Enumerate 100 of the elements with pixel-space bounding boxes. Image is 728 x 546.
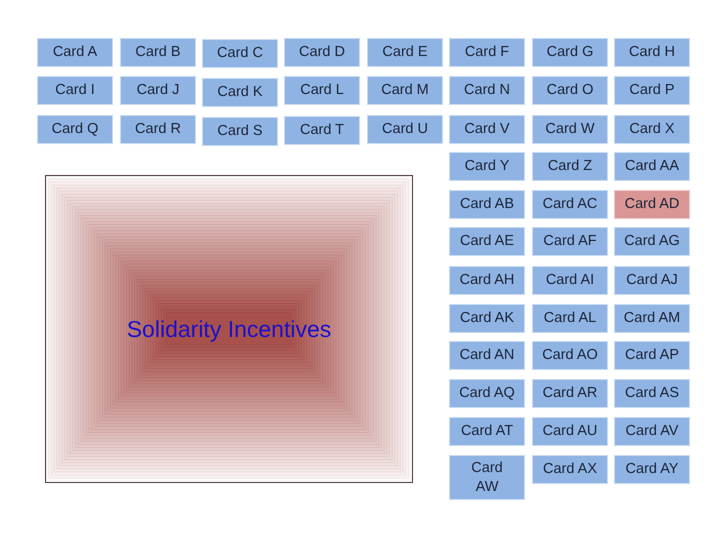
card-label: Card AQ bbox=[459, 384, 515, 403]
card-label: Card AF bbox=[543, 232, 597, 251]
card-label: Card L bbox=[300, 81, 344, 100]
card-label: Card H bbox=[629, 43, 675, 62]
card-label: Card E bbox=[382, 43, 428, 62]
card bbox=[532, 304, 608, 333]
card bbox=[449, 152, 525, 181]
card bbox=[614, 227, 690, 256]
card bbox=[449, 341, 525, 370]
card bbox=[37, 38, 113, 67]
card-label: Card AE bbox=[460, 232, 514, 251]
card-label: Card S bbox=[217, 122, 263, 141]
card-label: Card AG bbox=[624, 232, 680, 251]
card bbox=[532, 417, 608, 446]
card bbox=[532, 266, 608, 295]
card bbox=[532, 227, 608, 256]
card-label: Card AO bbox=[542, 346, 598, 365]
card bbox=[449, 115, 525, 144]
card bbox=[449, 455, 525, 500]
card-label: Card AA bbox=[625, 157, 679, 176]
card-label: Card N bbox=[464, 81, 510, 100]
card bbox=[449, 227, 525, 256]
card-label: Card AN bbox=[460, 346, 514, 365]
card-label: Card M bbox=[381, 81, 429, 100]
card-label: Card P bbox=[629, 81, 675, 100]
card bbox=[449, 266, 525, 295]
card-label: Card J bbox=[136, 81, 180, 100]
card-label: Card AC bbox=[542, 195, 598, 214]
card bbox=[120, 115, 196, 144]
card-label: Card AV bbox=[626, 422, 678, 441]
card bbox=[614, 115, 690, 144]
card-label: Card AY bbox=[626, 460, 678, 479]
card bbox=[532, 115, 608, 144]
card-label: Card AU bbox=[542, 422, 598, 441]
card-label: Card AJ bbox=[626, 271, 678, 290]
card-label: Card Y bbox=[464, 157, 510, 176]
card bbox=[449, 304, 525, 333]
card bbox=[202, 117, 278, 146]
card bbox=[532, 341, 608, 370]
card-label: Card U bbox=[382, 120, 428, 139]
card-label: Card AM bbox=[624, 309, 680, 328]
card bbox=[367, 38, 443, 67]
card-label: Card AW bbox=[470, 458, 504, 496]
card bbox=[284, 38, 360, 67]
card-label: Card AT bbox=[460, 422, 514, 441]
card bbox=[614, 38, 690, 67]
card bbox=[284, 116, 360, 145]
card bbox=[614, 190, 690, 219]
card-label: Card AB bbox=[460, 195, 514, 214]
card-label: Card AI bbox=[546, 271, 594, 290]
card bbox=[614, 304, 690, 333]
card bbox=[614, 341, 690, 370]
card-label: Card D bbox=[299, 43, 345, 62]
card-label: Card Q bbox=[52, 120, 98, 139]
card-label: Card R bbox=[135, 120, 181, 139]
panel-title: Solidarity Incentives bbox=[126, 316, 332, 342]
card bbox=[614, 76, 690, 105]
card-label: Card AL bbox=[544, 309, 596, 328]
card bbox=[614, 379, 690, 408]
card-label: Card AD bbox=[624, 195, 680, 214]
card bbox=[367, 115, 443, 144]
card-label: Card A bbox=[52, 43, 98, 62]
card bbox=[614, 417, 690, 446]
card bbox=[449, 76, 525, 105]
card-label: Card V bbox=[464, 120, 510, 139]
card-label: Card O bbox=[546, 81, 594, 100]
card-label: Card I bbox=[55, 81, 95, 100]
card bbox=[614, 455, 690, 484]
card-label: Card G bbox=[546, 43, 594, 62]
card bbox=[532, 76, 608, 105]
card-label: Card AX bbox=[543, 460, 597, 479]
card bbox=[449, 379, 525, 408]
card bbox=[120, 76, 196, 105]
card-label: Card AS bbox=[625, 384, 679, 403]
card-label: Card W bbox=[545, 120, 595, 139]
card-label: Card AH bbox=[460, 271, 514, 290]
card-label: Card Z bbox=[548, 157, 592, 176]
card bbox=[449, 417, 525, 446]
card bbox=[120, 38, 196, 67]
card-label: Card F bbox=[464, 43, 510, 62]
card bbox=[532, 152, 608, 181]
card-label: Card X bbox=[629, 120, 675, 139]
card bbox=[37, 115, 113, 144]
card bbox=[532, 38, 608, 67]
card bbox=[449, 38, 525, 67]
card bbox=[449, 190, 525, 219]
card bbox=[614, 266, 690, 295]
card bbox=[284, 76, 360, 105]
card-label: Card AP bbox=[625, 346, 679, 365]
card bbox=[614, 152, 690, 181]
card bbox=[532, 190, 608, 219]
card-label: Card AK bbox=[460, 309, 514, 328]
card bbox=[202, 39, 278, 68]
card-label: Card C bbox=[217, 44, 263, 63]
card-label: Card AR bbox=[542, 384, 598, 403]
card-label: Card K bbox=[217, 83, 263, 102]
card-label: Card B bbox=[135, 43, 181, 62]
card bbox=[532, 379, 608, 408]
card bbox=[532, 455, 608, 484]
card bbox=[202, 78, 278, 107]
